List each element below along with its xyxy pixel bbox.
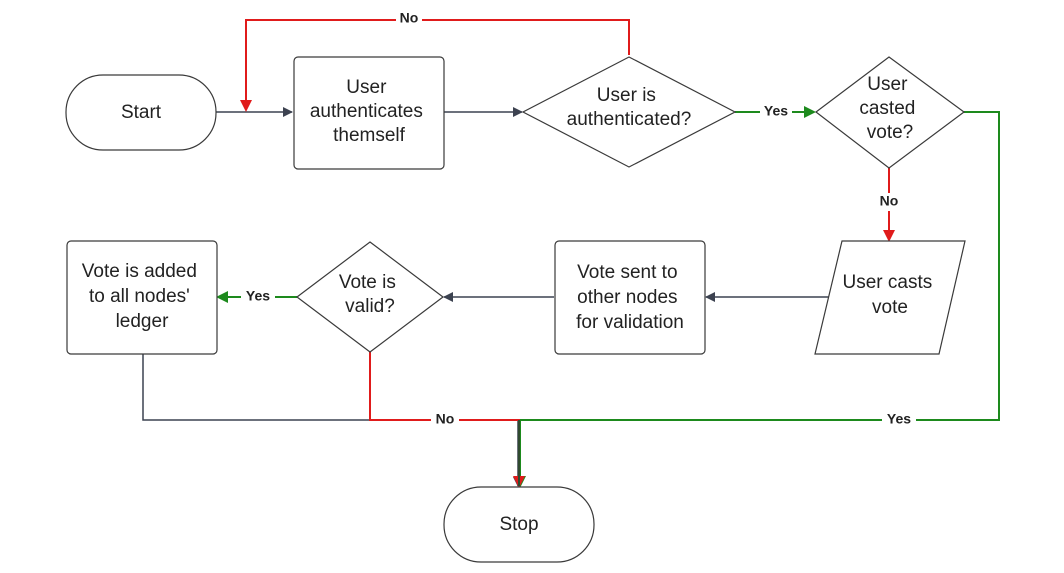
node-stop: Stop [443,486,595,563]
node-sent-validation-label: Vote sent to other nodes for validation [576,262,684,333]
edge-label-casted-no: No [880,193,899,209]
edge-label-casted-yes: Yes [887,411,911,427]
node-is-authenticated: User is authenticated? [521,56,737,168]
node-added-ledger: Vote is added to all nodes' ledger [66,240,218,355]
node-stop-label: Stop [499,514,538,535]
node-start-label: Start [121,102,162,123]
node-vote-valid: Vote is valid? [296,241,444,353]
node-vote-valid-label: Vote is valid? [339,272,401,317]
node-is-authenticated-label: User is authenticated? [567,85,692,130]
node-authenticate-label: User authenticates themself [310,77,428,146]
node-added-ledger-label: Vote is added to all nodes' ledger [82,261,202,332]
node-sent-validation: Vote sent to other nodes for validation [554,240,706,355]
edge-label-valid-yes: Yes [246,288,270,304]
node-authenticate: User authenticates themself [293,56,445,170]
node-casts-vote: User casts vote [814,240,966,355]
edge-label-valid-no: No [436,411,455,427]
node-casts-vote-label: User casts vote [842,272,937,318]
edge-label-auth-yes: Yes [764,103,788,119]
node-casted-vote: User casted vote? [815,56,966,169]
edge-label-auth-no: No [400,10,419,26]
node-casted-vote-label: User casted vote? [859,74,920,143]
edge-auth-no-loop [240,19,630,112]
node-start: Start [65,74,217,151]
